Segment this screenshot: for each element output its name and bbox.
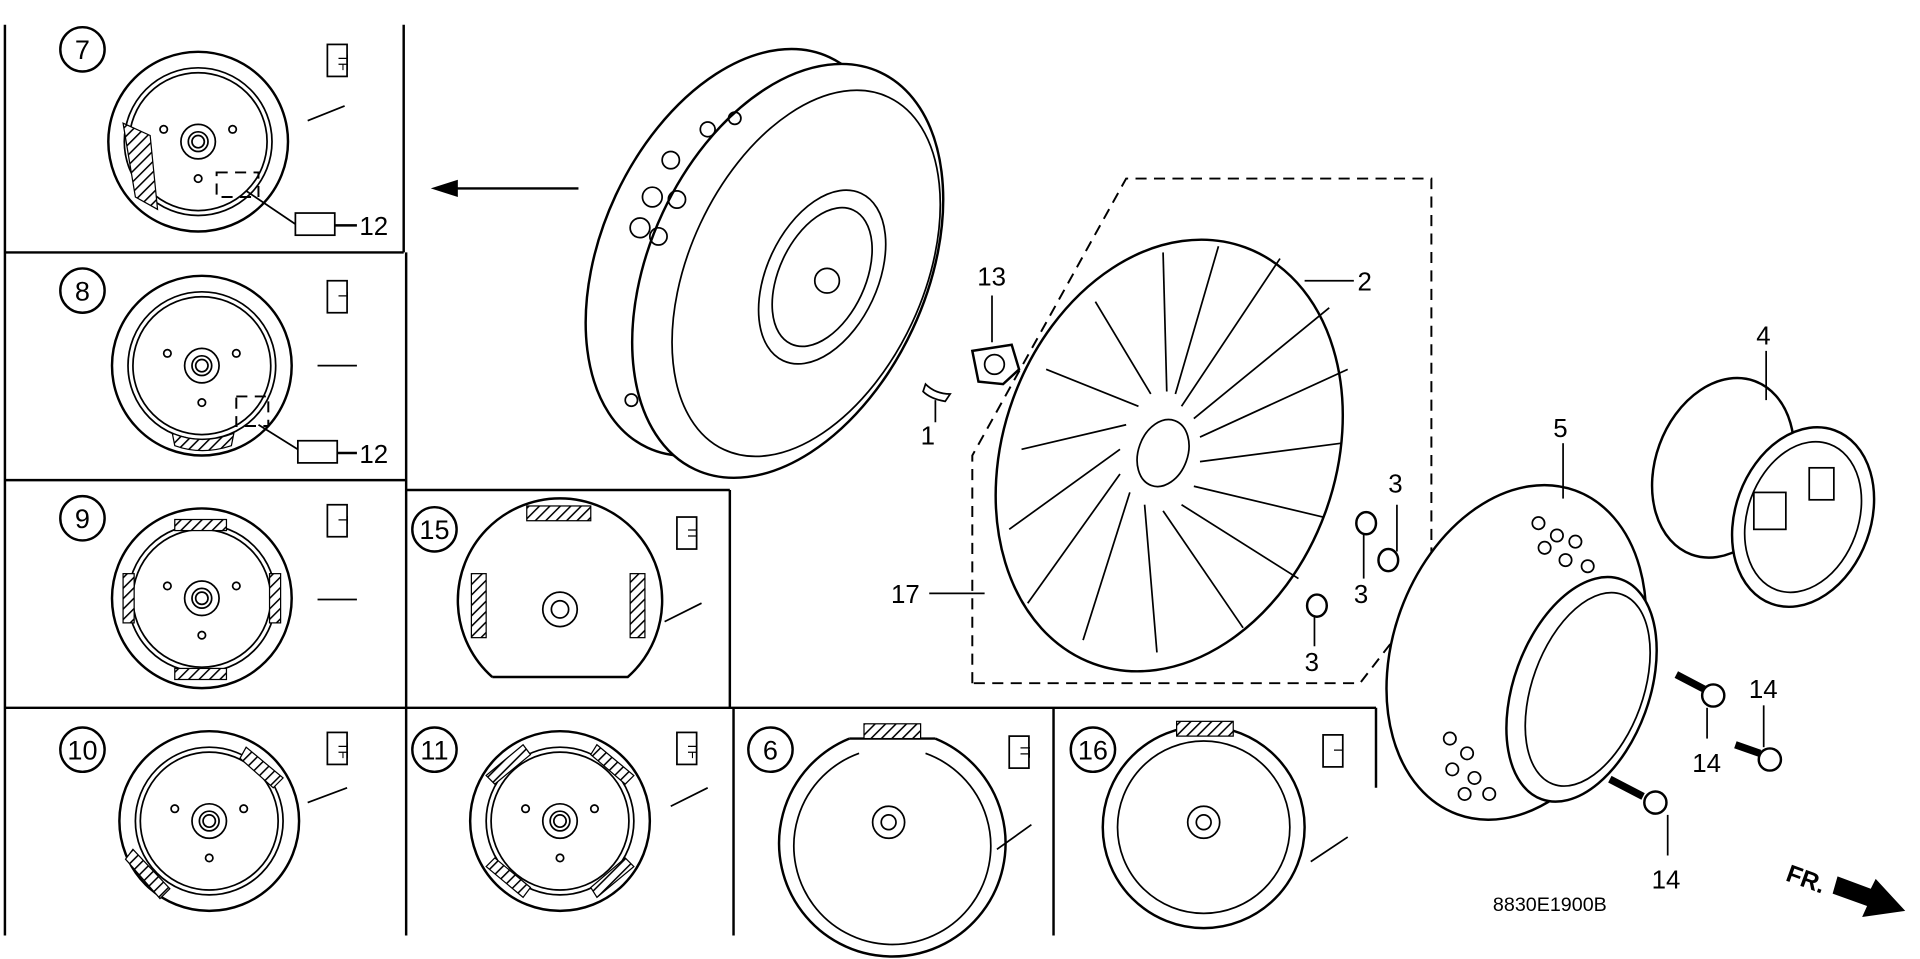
flywheel — [584, 47, 945, 480]
part-12-box — [296, 439, 339, 464]
panel-tag: T — [335, 292, 350, 300]
callout-14: 14 — [1692, 750, 1721, 778]
callout-4: 4 — [1756, 323, 1770, 351]
part-14-bolts: 14 14 14 — [1608, 671, 1783, 895]
part-13-nut: 13 — [970, 264, 1021, 386]
panel-tag: TF — [685, 742, 700, 759]
panel-10: 10 TF — [59, 726, 350, 913]
panel-tag: TF — [335, 742, 350, 759]
hidden-part-outline — [215, 171, 260, 199]
callout-1: 1 — [921, 422, 935, 450]
panel-9: 9 T — [59, 494, 357, 690]
panel-number: 9 — [75, 503, 90, 534]
panel-7: 7 12 TF — [59, 25, 388, 241]
callout-17: 17 — [891, 581, 920, 609]
panel-grid — [3, 24, 1378, 936]
front-label: FR. — [1783, 860, 1829, 899]
callout-13: 13 — [977, 264, 1006, 292]
callout-14: 14 — [1749, 676, 1778, 704]
panel-number: 10 — [67, 735, 97, 766]
panel-8: 8 12 T — [59, 267, 388, 469]
panel-tag: IT — [1017, 746, 1032, 758]
left-arrow — [430, 179, 579, 198]
front-direction-indicator: FR. — [1783, 860, 1906, 918]
callout-3: 3 — [1354, 581, 1368, 609]
panel-number: 15 — [419, 514, 449, 545]
panel-number: 16 — [1078, 735, 1108, 766]
part-5-starter-pulley: 5 — [1385, 415, 1658, 821]
panel-number: 6 — [763, 735, 778, 766]
panel-11: 11 TF — [411, 726, 709, 913]
part-3-collars: 3 3 3 — [1305, 470, 1403, 676]
panel-16: 16 T — [1069, 720, 1349, 930]
callout-3: 3 — [1388, 470, 1402, 498]
panel-tag: TF — [335, 54, 350, 71]
callout-3: 3 — [1305, 649, 1319, 677]
panel-number: 11 — [420, 735, 448, 766]
panel-15: 15 IT — [411, 497, 702, 679]
panel-tag: IT — [685, 528, 700, 540]
front-arrow-icon — [1832, 876, 1906, 918]
part-12-box — [294, 212, 336, 237]
panel-number: 7 — [75, 34, 90, 65]
panel-tag: T — [335, 516, 350, 524]
panel-number: 8 — [75, 275, 90, 306]
direction-arrow — [307, 105, 345, 122]
drawing-code: 8830E1900B — [1493, 894, 1607, 916]
callout-2: 2 — [1358, 269, 1372, 297]
part-4-ratchet-cage: 4 — [1650, 323, 1876, 609]
callout-14: 14 — [1652, 867, 1681, 895]
panel-6: 6 IT — [747, 723, 1032, 958]
magnet — [122, 122, 159, 211]
panel-tag: T — [1331, 746, 1346, 754]
callout-12: 12 — [359, 213, 388, 241]
callout-5: 5 — [1553, 415, 1567, 443]
fan-assembly-outline — [971, 177, 1433, 685]
callout-12: 12 — [359, 441, 388, 469]
cooling-fan: 2 17 — [891, 177, 1433, 685]
part-1-key: 1 — [921, 382, 952, 450]
